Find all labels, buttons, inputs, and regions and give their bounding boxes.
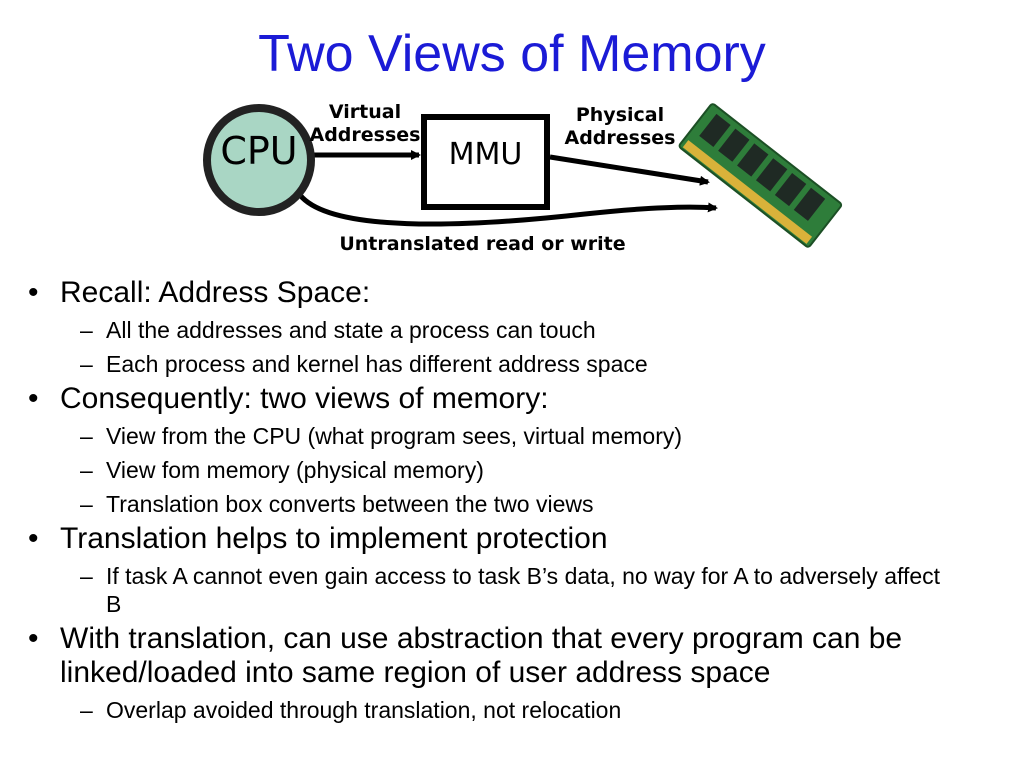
- bullet-text: Consequently: two views of memory:: [60, 382, 549, 415]
- dash-marker: –: [80, 491, 93, 517]
- dash-marker: –: [80, 563, 93, 589]
- sub-bullet-item: – View from the CPU (what program sees, …: [0, 422, 946, 450]
- bullet-item: • Recall: Address Space:: [0, 276, 980, 310]
- virtual-label-line1: Virtual: [328, 101, 402, 123]
- dash-marker: –: [80, 697, 93, 723]
- physical-label-line2: Addresses: [564, 126, 676, 149]
- bullet-text: Recall: Address Space:: [60, 276, 371, 309]
- sub-bullet-item: – All the addresses and state a process …: [0, 316, 946, 344]
- sub-bullet-item: – Translation box converts between the t…: [0, 490, 946, 518]
- bullet-marker: •: [28, 622, 39, 655]
- dash-marker: –: [80, 423, 93, 449]
- sub-bullet-item: – View fom memory (physical memory): [0, 456, 946, 484]
- untranslated-arrow: [298, 193, 718, 227]
- dash-marker: –: [80, 317, 93, 343]
- bullet-marker: •: [28, 276, 39, 309]
- bullet-list: • Recall: Address Space: – All the addre…: [0, 272, 1024, 724]
- sub-bullet-item: – If task A cannot even gain access to t…: [0, 562, 946, 618]
- bullet-text: With translation, can use abstraction th…: [60, 622, 903, 689]
- bullet-item: • Consequently: two views of memory:: [0, 382, 980, 416]
- memory-module-icon: [678, 103, 843, 248]
- diagram-arrows: [298, 103, 843, 248]
- sub-bullet-text: All the addresses and state a process ca…: [106, 317, 596, 343]
- bullet-text: Translation helps to implement protectio…: [60, 522, 608, 555]
- sub-bullet-text: View from the CPU (what program sees, vi…: [106, 423, 683, 449]
- virtual-addresses-label: Virtual Addresses: [305, 101, 425, 147]
- sub-bullet-text: If task A cannot even gain access to tas…: [106, 563, 941, 617]
- dash-marker: –: [80, 457, 93, 483]
- physical-label-line1: Physical: [575, 104, 665, 126]
- physical-address-arrow: [549, 154, 710, 186]
- memory-diagram: CPU MMU Virtual Addresses Physical Addre…: [0, 0, 1024, 265]
- sub-bullet-text: Translation box converts between the two…: [106, 491, 594, 517]
- sub-bullet-item: – Overlap avoided through translation, n…: [0, 696, 946, 724]
- sub-bullet-text: Each process and kernel has different ad…: [106, 351, 648, 377]
- bullet-marker: •: [28, 522, 39, 555]
- mmu-label: MMU: [448, 137, 523, 172]
- sub-bullet-text: View fom memory (physical memory): [106, 457, 484, 483]
- untranslated-label: Untranslated read or write: [339, 233, 626, 255]
- bullet-item: • With translation, can use abstraction …: [0, 622, 980, 690]
- physical-addresses-label: Physical Addresses: [555, 104, 685, 150]
- cpu-circle: [203, 104, 315, 216]
- sub-bullet-text: Overlap avoided through translation, not…: [106, 697, 622, 723]
- bullet-marker: •: [28, 382, 39, 415]
- cpu-label: CPU: [220, 129, 298, 173]
- slide-title: Two Views of Memory: [258, 25, 766, 83]
- virtual-label-line2: Addresses: [309, 123, 421, 146]
- dash-marker: –: [80, 351, 93, 377]
- bullet-item: • Translation helps to implement protect…: [0, 522, 980, 556]
- mmu-box: [421, 114, 550, 210]
- sub-bullet-item: – Each process and kernel has different …: [0, 350, 946, 378]
